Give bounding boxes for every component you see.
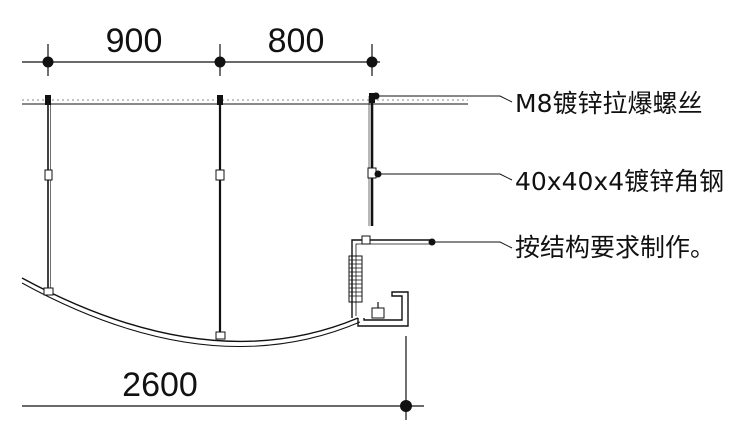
angle-steel-bracket <box>348 235 432 327</box>
rod-foot-left <box>43 287 54 296</box>
rod-adjusters <box>44 167 377 181</box>
annotation-angle-steel: 40x40x4镀锌角钢 <box>515 167 724 196</box>
dimension-label-800: 800 <box>268 22 325 60</box>
leader-dot-bolt <box>372 92 380 100</box>
drip-channel-outer <box>357 291 409 327</box>
dimension-dot-right <box>366 56 378 68</box>
bracket-spring <box>349 259 362 297</box>
leader-lines <box>376 95 513 249</box>
bracket-spring-frame <box>348 255 363 303</box>
top-dimension <box>22 44 380 76</box>
bracket-top-nut <box>361 235 371 245</box>
bottom-dimension-dot <box>400 400 412 412</box>
annotation-bolt: M8镀锌拉爆螺丝 <box>515 89 702 118</box>
anchor-bolt-mid <box>217 95 223 105</box>
dimension-label-2600: 2600 <box>122 366 198 404</box>
hanger-rods <box>47 96 374 336</box>
adjuster-left <box>44 169 53 181</box>
bottom-dimension <box>22 336 424 420</box>
dimension-label-900: 900 <box>106 22 163 60</box>
rod-foot-mid <box>215 331 226 340</box>
leader-dot-fabrication <box>428 238 436 246</box>
curved-ceiling-board <box>21 277 361 347</box>
dimension-dot-left <box>42 56 54 68</box>
rod-feet <box>43 287 226 340</box>
bracket-angle-upper <box>351 239 432 246</box>
anchor-bolt-right <box>369 93 375 103</box>
ceiling-slab <box>22 99 468 105</box>
leader-bolt <box>376 95 513 103</box>
annotation-fabrication: 按结构要求制作。 <box>515 233 715 262</box>
leader-fabrication <box>432 241 513 249</box>
leader-dot-angle-steel <box>374 170 382 178</box>
anchor-bolt-left <box>45 95 51 105</box>
leader-angle-steel <box>378 173 513 181</box>
bracket-angle-upper-inner <box>355 243 432 246</box>
curved-board-outer <box>21 277 359 343</box>
channel-bolt-block <box>371 307 385 319</box>
adjuster-mid <box>215 169 225 181</box>
anchor-bolts <box>45 93 375 105</box>
curved-board-inner <box>21 282 361 347</box>
dimension-dot-mid <box>214 56 226 68</box>
